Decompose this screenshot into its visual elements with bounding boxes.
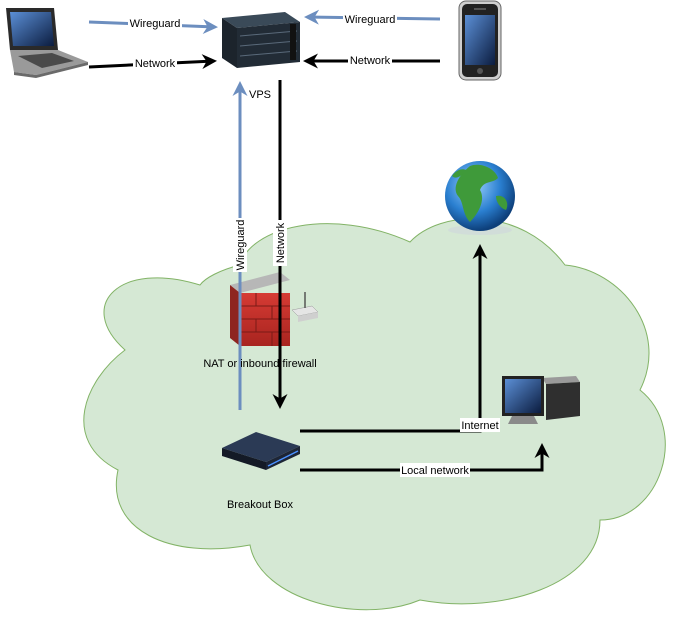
- server-icon: [222, 12, 300, 68]
- edge-label-box-wireguard: Wireguard: [235, 220, 247, 271]
- router-box-icon: [222, 432, 300, 470]
- laptop-icon: [6, 8, 88, 78]
- edge-label-laptop-network: Network: [135, 58, 176, 70]
- smartphone-icon: [458, 0, 502, 81]
- desktop-computer-icon: [502, 376, 580, 424]
- edge-label-internet: Internet: [461, 420, 498, 432]
- firewall-icon: [230, 272, 319, 346]
- edge-label-local-network: Local network: [401, 465, 469, 477]
- firewall-label: NAT or inbound firewall: [203, 358, 316, 370]
- globe-icon: [445, 161, 515, 235]
- vps-label: VPS: [249, 89, 271, 101]
- edge-local-network: [300, 443, 550, 472]
- edge-label-phone-network: Network: [350, 55, 391, 67]
- edge-label-phone-wireguard: Wireguard: [345, 14, 396, 26]
- breakout-box-label: Breakout Box: [227, 499, 294, 511]
- edge-label-laptop-wireguard: Wireguard: [130, 18, 181, 30]
- edge-label-vps-network: Network: [275, 222, 287, 263]
